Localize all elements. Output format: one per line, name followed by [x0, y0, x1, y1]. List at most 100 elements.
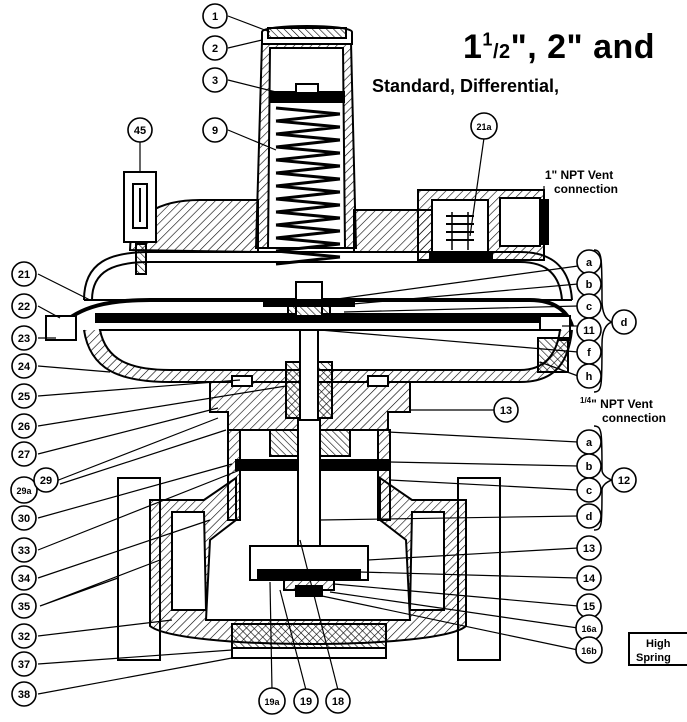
callout-circle	[11, 651, 37, 677]
gauge	[123, 171, 157, 275]
callout-number: 24	[18, 361, 31, 373]
main-spring	[275, 106, 341, 266]
callout-right-13: d	[576, 503, 602, 529]
callout-number: d	[586, 511, 593, 523]
callout-left-17: 35	[11, 593, 37, 619]
callout-left-4: 45	[127, 117, 153, 143]
callout-markers: 1239452122232425262729a29303334353237381…	[10, 3, 637, 715]
callout-circle	[127, 117, 153, 143]
callout-right-2: b	[576, 271, 602, 297]
callout-circle	[11, 353, 37, 379]
callout-right-4: d	[611, 309, 637, 335]
callout-left-3: 9	[202, 117, 228, 143]
callout-left-1: 2	[202, 35, 228, 61]
diaphragm-assembly	[45, 281, 574, 383]
callout-left-14: 30	[11, 505, 37, 531]
callout-number: 16a	[581, 624, 597, 634]
callout-circle	[11, 293, 37, 319]
spring-box-line1: High	[646, 638, 671, 650]
callout-circle	[470, 112, 498, 140]
callout-number: 18	[332, 696, 344, 708]
callout-circle	[11, 505, 37, 531]
callout-number: 12	[618, 475, 630, 487]
callout-number: 33	[18, 545, 30, 557]
callout-left-5: 21	[11, 261, 37, 287]
callout-number: c	[586, 301, 592, 313]
callout-bottom-0: 19a	[258, 687, 286, 715]
callout-circle	[202, 35, 228, 61]
callout-number: d	[621, 317, 628, 329]
callout-number: 19a	[264, 697, 280, 707]
callout-left-15: 33	[11, 537, 37, 563]
callout-left-6: 22	[11, 293, 37, 319]
vent-label-mid-line1: " NPT Vent	[591, 397, 653, 411]
callout-left-11: 27	[11, 441, 37, 467]
callout-number: 26	[18, 421, 30, 433]
callout-circle	[611, 467, 637, 493]
spring-box: High Spring	[628, 632, 687, 666]
callout-circle	[293, 688, 319, 714]
callout-circle	[11, 593, 37, 619]
callout-left-0: 1	[202, 3, 228, 29]
title-fraction-den: /2	[492, 41, 511, 63]
page-subtitle: Standard, Differential,	[372, 76, 560, 96]
vent-label-top-line1: 1" NPT Vent	[544, 168, 614, 182]
callout-number: 25	[18, 391, 30, 403]
callout-number: 13	[583, 543, 595, 555]
callout-circle	[33, 467, 59, 493]
callout-right-11: 12	[611, 467, 637, 493]
callout-right-16: 15	[576, 593, 602, 619]
callout-circle	[493, 397, 519, 423]
callout-circle	[11, 383, 37, 409]
callout-right-9: a	[576, 429, 602, 455]
page-title: 11/2", 2" and	[463, 28, 656, 66]
callout-left-2: 3	[202, 67, 228, 93]
callout-number: 34	[18, 573, 31, 585]
callout-circle	[202, 67, 228, 93]
callout-number: 29	[40, 475, 52, 487]
callout-number: b	[586, 279, 593, 291]
callout-circle	[576, 565, 602, 591]
callout-circle	[202, 3, 228, 29]
callout-left-9: 25	[11, 383, 37, 409]
callout-number: f	[587, 347, 591, 359]
callout-circle	[202, 117, 228, 143]
callout-left-8: 24	[11, 353, 37, 379]
callout-bottom-1: 19	[293, 688, 319, 714]
callout-circle	[575, 636, 603, 664]
callout-number: c	[586, 485, 592, 497]
callout-circle	[576, 503, 602, 529]
callout-circle	[11, 681, 37, 707]
title-fraction-num: 1	[482, 29, 493, 50]
callout-number: 23	[18, 333, 30, 345]
callout-circle	[11, 261, 37, 287]
callout-right-5: 11	[576, 317, 602, 343]
callout-circle	[576, 535, 602, 561]
callout-number: 19	[300, 696, 312, 708]
callout-number: 38	[18, 689, 30, 701]
callout-left-12: 29a	[10, 476, 38, 504]
callout-left-18: 32	[11, 623, 37, 649]
callout-right-10: b	[576, 453, 602, 479]
callout-right-12: c	[576, 477, 602, 503]
callout-right-14: 13	[576, 535, 602, 561]
callout-circle	[611, 309, 637, 335]
callout-number: 21a	[476, 122, 492, 132]
callout-right-6: f	[576, 339, 602, 365]
callout-number: 3	[212, 75, 218, 87]
callout-left-19: 37	[11, 651, 37, 677]
callout-number: a	[586, 437, 593, 449]
callout-circle	[11, 413, 37, 439]
callout-right-3: c	[576, 293, 602, 319]
callout-number: 29a	[16, 486, 32, 496]
callout-circle	[11, 441, 37, 467]
callout-left-20: 38	[11, 681, 37, 707]
callout-left-16: 34	[11, 565, 37, 591]
callout-number: a	[586, 257, 593, 269]
callout-number: b	[586, 461, 593, 473]
vent-fraction: 1/4	[580, 396, 592, 405]
callout-number: 21	[18, 269, 30, 281]
callout-number: 13	[500, 405, 512, 417]
callout-number: h	[586, 371, 593, 383]
